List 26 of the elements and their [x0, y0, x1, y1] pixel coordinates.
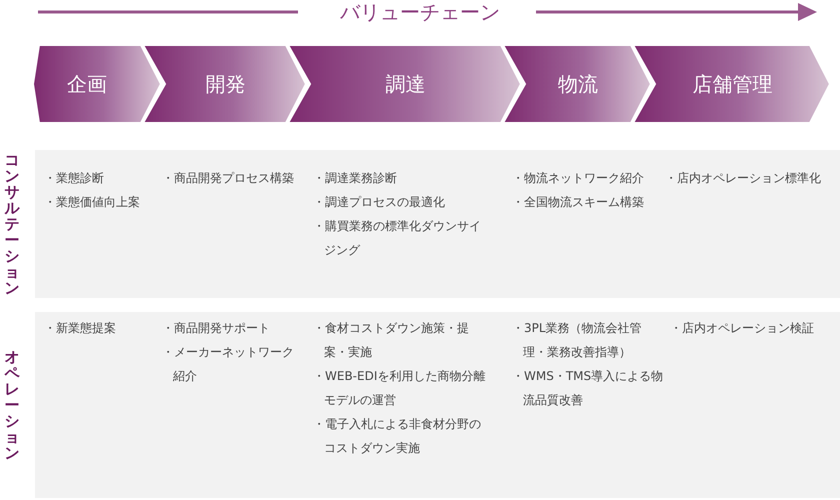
bullet-item: ・調達業務診断	[313, 170, 398, 187]
bullet-item: ・全国物流スキーム構築	[512, 194, 645, 211]
process-step: 開発	[143, 45, 308, 123]
bullet-item: ・3PL業務（物流会社管理・業務改善指導）	[512, 320, 643, 361]
bullet-item: ・食材コストダウン施策・提案・実施	[313, 320, 470, 361]
bullet-item: ・物流ネットワーク紹介	[512, 170, 645, 187]
bullet-item: ・店内オペレーション検証	[670, 320, 815, 337]
bullet-item: ・商品開発プロセス構築	[162, 170, 294, 187]
bullet-item: ・WMS・TMS導入による物流品質改善	[512, 368, 664, 409]
title: バリューチェーン	[339, 0, 501, 24]
bullet-item: ・新業態提案	[44, 320, 117, 337]
bullet-item: ・購買業務の標準化ダウンサイジング	[313, 218, 482, 259]
process-step: 物流	[503, 45, 653, 123]
bullet-item: ・調達プロセスの最適化	[313, 194, 446, 211]
process-step: 店舗管理	[633, 45, 832, 123]
bullet-item: ・商品開発サポート	[162, 320, 271, 337]
bullet-item: ・店内オペレーション標準化	[665, 170, 822, 187]
process-step: 企画	[33, 45, 163, 123]
bullet-item: ・メーカーネットワーク紹介	[162, 344, 294, 385]
process-step: 調達	[288, 45, 523, 123]
bullet-item: ・WEB-EDIを利用した商物分離モデルの運営	[313, 368, 486, 409]
bullet-item: ・業態診断	[44, 170, 105, 187]
row-heading: コンサルテーション	[4, 152, 20, 296]
bullet-item: ・業態価値向上案	[44, 194, 141, 211]
bullet-item: ・電子入札による非食材分野のコストダウン実施	[313, 416, 482, 457]
row-heading: オペレーション	[4, 349, 20, 461]
